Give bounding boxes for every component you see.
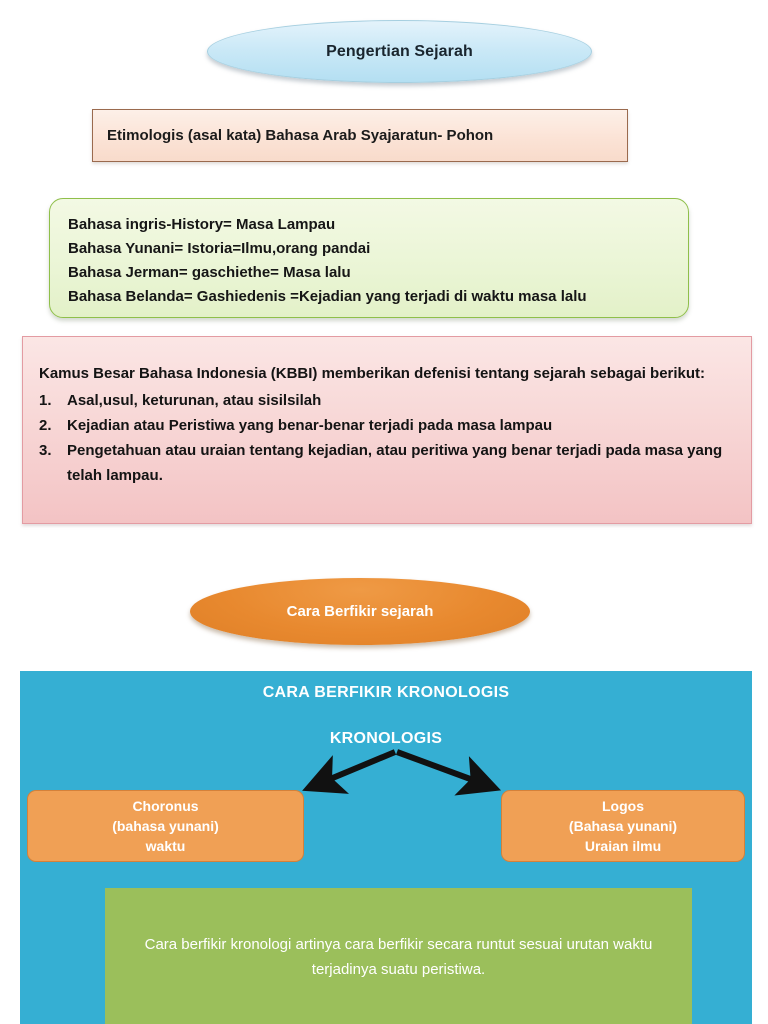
list-item-number: 3. [39,442,52,459]
kronologis-summary-text: Cara berfikir kronologi artinya cara ber… [144,936,653,978]
bahasa-line: Bahasa Jerman= gaschiethe= Masa lalu [68,264,351,281]
etimologis-box: Etimologis (asal kata) Bahasa Arab Syaja… [92,109,628,162]
choronus-line-3: waktu [145,838,186,854]
title-ellipse-label: Pengertian Sejarah [326,42,473,60]
bahasa-definitions-box: Bahasa ingris-History= Masa Lampau Bahas… [49,198,689,318]
list-item: 3. Pengetahuan atau uraian tentang kejad… [35,438,739,488]
kronologis-subtitle: KRONOLOGIS [329,730,443,747]
list-item: 2. Kejadian atau Peristiwa yang benar-be… [35,413,739,438]
cara-berfikir-ellipse: Cara Berfikir sejarah [190,578,530,645]
kronologis-summary-panel: Cara berfikir kronologi artinya cara ber… [105,888,692,1024]
list-item-text: Pengetahuan atau uraian tentang kejadian… [67,442,723,484]
bahasa-line: Bahasa Yunani= Istoria=Ilmu,orang pandai [68,240,371,257]
logos-line-2: (Bahasa yunani) [568,818,678,834]
title-ellipse-pengertian-sejarah: Pengertian Sejarah [207,20,592,83]
kronologis-panel: CARA BERFIKIR KRONOLOGIS KRONOLOGIS Chor… [20,671,752,1024]
list-item-text: Kejadian atau Peristiwa yang benar-benar… [67,417,553,434]
list-item-number: 1. [39,392,52,409]
logos-line-3: Uraian ilmu [584,838,662,854]
bahasa-line: Bahasa ingris-History= Masa Lampau [68,216,336,233]
list-item: 1. Asal,usul, keturunan, atau sisilsilah [35,388,739,413]
arrow-to-choronus [302,749,397,794]
choronus-box: Choronus (bahasa yunani) waktu [27,790,304,862]
bahasa-line: Bahasa Belanda= Gashiedenis =Kejadian ya… [68,288,587,305]
logos-box: Logos (Bahasa yunani) Uraian ilmu [501,790,745,862]
kbbi-definition-list: 1. Asal,usul, keturunan, atau sisilsilah… [35,388,739,488]
arrow-to-logos [395,749,502,796]
cara-berfikir-ellipse-label: Cara Berfikir sejarah [286,603,434,620]
list-item-number: 2. [39,417,52,434]
list-item-text: Asal,usul, keturunan, atau sisilsilah [67,392,322,409]
etimologis-text: Etimologis (asal kata) Bahasa Arab Syaja… [107,127,494,144]
kbbi-intro-text: Kamus Besar Bahasa Indonesia (KBBI) memb… [39,365,706,382]
choronus-line-2: (bahasa yunani) [112,818,219,834]
choronus-line-1: Choronus [132,798,199,814]
logos-line-1: Logos [602,798,644,814]
kbbi-definition-box: Kamus Besar Bahasa Indonesia (KBBI) memb… [22,336,752,524]
kronologis-panel-title: CARA BERFIKIR KRONOLOGIS [262,684,510,701]
